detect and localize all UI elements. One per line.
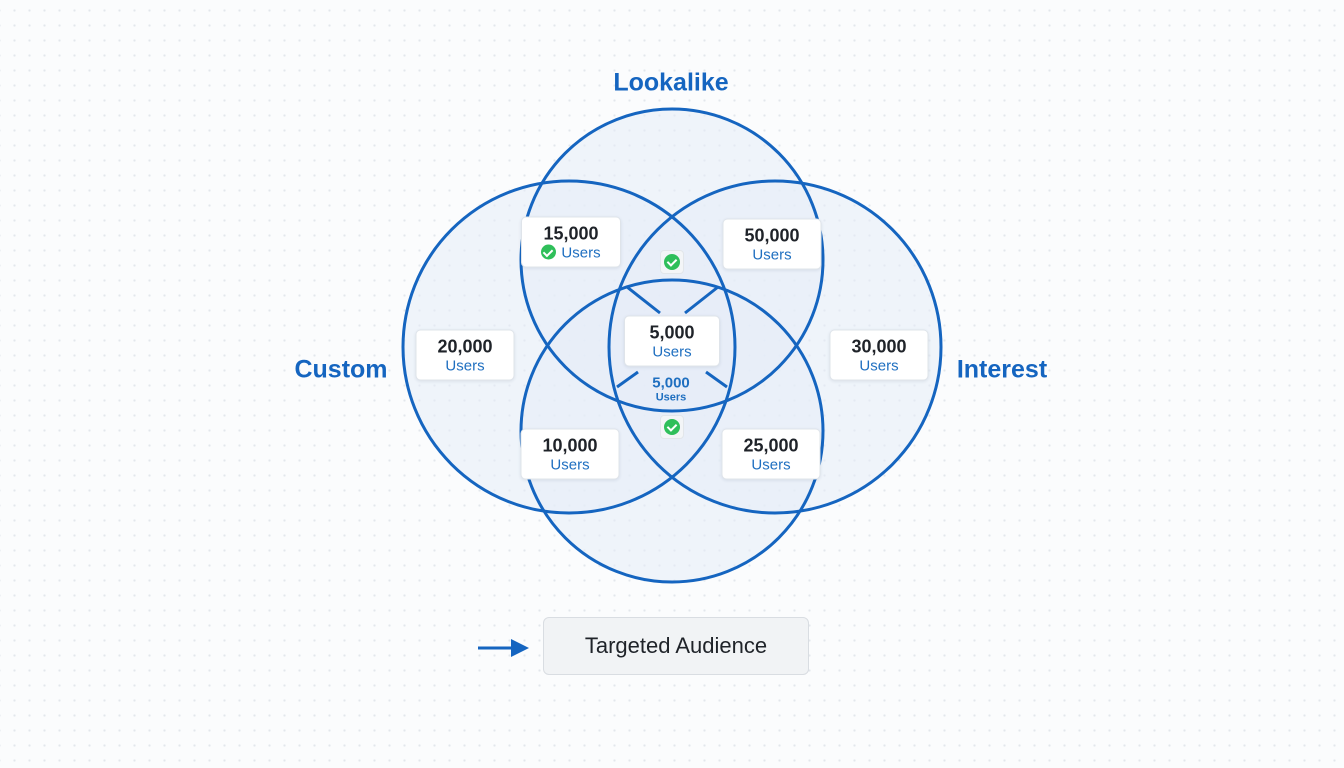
count-unit: Users (752, 246, 792, 264)
region-count-custom-bottom: 10,000 Users (520, 428, 620, 480)
count-value: 20,000 (437, 336, 493, 357)
check-circle-icon (664, 254, 680, 270)
count-value: 25,000 (743, 435, 799, 456)
count-unit: Users (859, 357, 899, 375)
check-chip-upper (660, 250, 684, 274)
arrow-right-icon (478, 639, 529, 657)
count-unit: Users (751, 456, 791, 474)
count-value: 5,000 (649, 322, 695, 343)
set-label-custom: Custom (294, 355, 388, 384)
count-value: 15,000 (543, 223, 599, 244)
count-unit: Users (445, 357, 485, 375)
region-count-lookalike-interest: 50,000 Users (722, 218, 822, 270)
count-unit: Users (550, 456, 590, 474)
region-count-custom: 20,000 Users (415, 329, 515, 381)
targeted-audience-button[interactable]: Targeted Audience (543, 617, 809, 675)
region-count-interest: 30,000 Users (829, 329, 929, 381)
count-unit: Users (561, 244, 601, 262)
count-value: 50,000 (744, 225, 800, 246)
check-circle-icon (541, 244, 557, 260)
set-label-interest: Interest (956, 355, 1048, 384)
center-line (616, 370, 639, 389)
count-unit: Users (652, 343, 692, 361)
circle-interest (607, 179, 943, 515)
region-count-interest-bottom: 25,000 Users (721, 428, 821, 480)
count-value: 5,000 (652, 374, 690, 392)
check-chip-lower (660, 415, 684, 439)
check-circle-icon (664, 419, 680, 435)
set-label-lookalike: Lookalike (613, 68, 729, 97)
center-line (626, 285, 661, 315)
center-line (705, 370, 728, 389)
count-unit: Users (655, 391, 687, 404)
center-line (684, 285, 719, 315)
region-count-lookalike-custom: 15,000 Users (521, 216, 621, 268)
region-count-center-lower: 5,000 Users (652, 374, 690, 405)
circle-custom (401, 179, 737, 515)
region-count-center: 5,000 Users (624, 315, 720, 367)
count-value: 10,000 (542, 435, 598, 456)
count-value: 30,000 (851, 336, 907, 357)
